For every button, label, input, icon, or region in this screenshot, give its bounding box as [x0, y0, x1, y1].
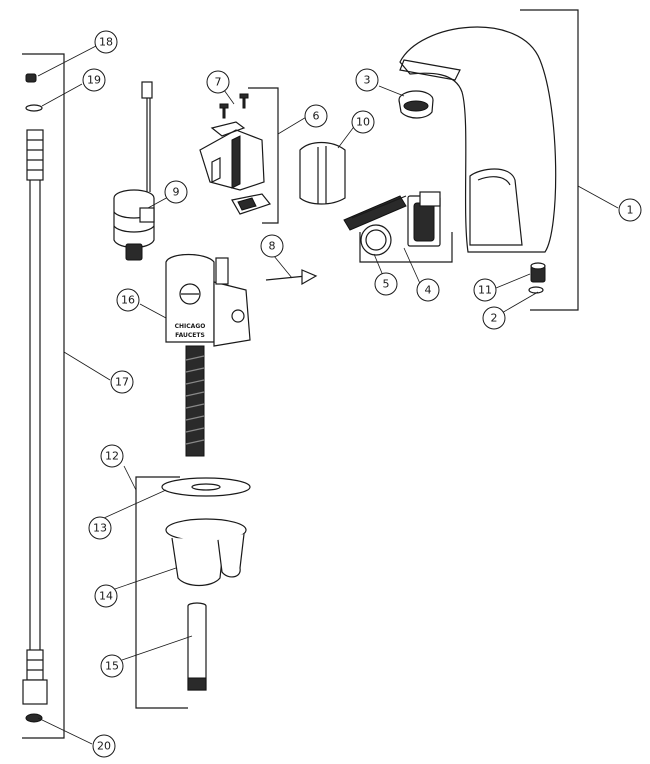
check-fitting — [528, 262, 546, 294]
callout-2: 2 — [482, 306, 506, 330]
supply-hose — [22, 73, 48, 723]
callouts: 18 19 17 20 1 2 3 4 5 6 7 8 9 10 11 12 1… — [82, 30, 642, 758]
callout-12: 12 — [100, 444, 124, 468]
svg-text:17: 17 — [115, 376, 129, 389]
svg-text:1: 1 — [627, 204, 634, 217]
callout-1: 1 — [618, 198, 642, 222]
leader-lines — [37, 45, 619, 745]
callout-15: 15 — [100, 654, 124, 678]
control-box: CHICAGO FAUCETS — [165, 253, 251, 457]
callout-6: 6 — [304, 104, 328, 128]
svg-text:14: 14 — [99, 590, 113, 603]
bracket-mounting-group — [135, 476, 188, 709]
callout-18: 18 — [94, 30, 118, 54]
svg-text:15: 15 — [105, 660, 119, 673]
callout-4: 4 — [416, 278, 440, 302]
gasket-ring — [161, 477, 251, 497]
callout-10: 10 — [351, 110, 375, 134]
callout-16: 16 — [116, 288, 140, 312]
callout-20: 20 — [92, 734, 116, 758]
solenoid-valve — [113, 81, 155, 261]
svg-text:11: 11 — [478, 284, 492, 297]
bracket-hose-group — [22, 53, 65, 739]
svg-text:3: 3 — [364, 74, 371, 87]
svg-text:7: 7 — [215, 76, 222, 89]
svg-text:9: 9 — [173, 186, 180, 199]
svg-text:10: 10 — [356, 116, 370, 129]
probe-pin — [265, 269, 318, 286]
bracket-clip-group — [248, 87, 279, 224]
spacer-tube — [187, 602, 207, 691]
aerator — [398, 90, 434, 119]
sensor-bracket — [199, 121, 272, 215]
group-brackets — [22, 9, 579, 739]
bracket-sensor-group — [359, 232, 453, 263]
svg-text:20: 20 — [97, 740, 111, 753]
svg-text:2: 2 — [491, 312, 498, 325]
sensor-module — [343, 191, 441, 256]
callout-5: 5 — [374, 272, 398, 296]
brand-mark-line-1: CHICAGO — [175, 323, 206, 330]
screws — [219, 93, 249, 119]
svg-text:4: 4 — [425, 284, 432, 297]
callout-3: 3 — [355, 68, 379, 92]
callout-14: 14 — [94, 584, 118, 608]
spout-body — [399, 26, 557, 253]
callout-17: 17 — [110, 370, 134, 394]
callout-13: 13 — [88, 516, 112, 540]
mounting-cup — [165, 518, 247, 587]
svg-text:8: 8 — [269, 240, 276, 253]
cover-plate — [299, 141, 346, 205]
svg-text:16: 16 — [121, 294, 135, 307]
brand-mark-line-2: FAUCETS — [175, 332, 205, 339]
callout-19: 19 — [82, 68, 106, 92]
bracket-spout-group — [520, 9, 579, 311]
callout-11: 11 — [473, 278, 497, 302]
svg-text:6: 6 — [313, 110, 320, 123]
callout-9: 9 — [164, 180, 188, 204]
callout-8: 8 — [260, 234, 284, 258]
svg-text:18: 18 — [99, 36, 113, 49]
svg-text:19: 19 — [87, 74, 101, 87]
svg-text:12: 12 — [105, 450, 119, 463]
callout-7: 7 — [206, 70, 230, 94]
svg-text:5: 5 — [383, 278, 390, 291]
svg-text:13: 13 — [93, 522, 107, 535]
